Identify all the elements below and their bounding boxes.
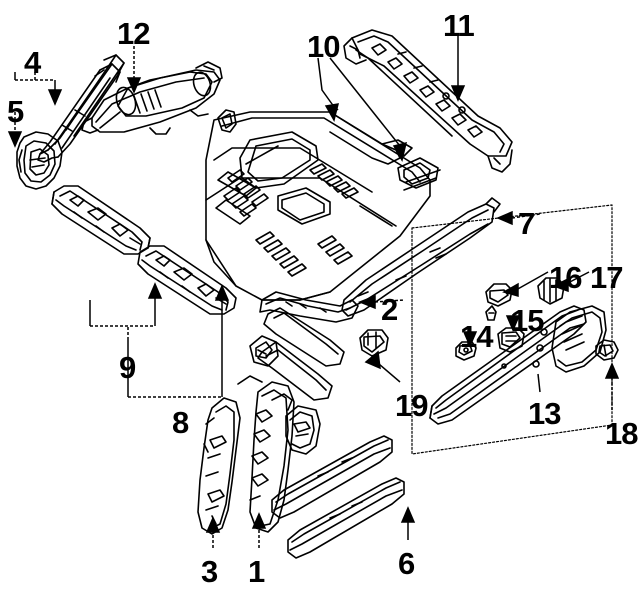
callout-label-15[interactable]: 15 — [511, 303, 544, 338]
leader-11 — [450, 34, 466, 102]
leader-15 — [505, 314, 521, 332]
callout-label-3[interactable]: 3 — [201, 554, 218, 589]
leader-1 — [251, 512, 267, 548]
clip-15 — [497, 327, 525, 353]
callout-label-5[interactable]: 5 — [7, 94, 24, 129]
leader-3 — [205, 516, 221, 548]
callout-label-16[interactable]: 16 — [549, 260, 582, 295]
callout-label-7[interactable]: 7 — [518, 206, 535, 241]
clip-14 — [455, 341, 477, 361]
leader-9 — [89, 282, 163, 340]
part-12-converter-heat-shield — [81, 61, 223, 135]
leader-2 — [357, 294, 405, 310]
leader-8 — [127, 284, 230, 398]
leader-4 — [14, 72, 63, 106]
part-8-floor-side-member — [137, 245, 237, 315]
callout-label-19[interactable]: 19 — [395, 388, 428, 423]
part-1-body-side-outer — [237, 341, 333, 533]
clip-16 — [485, 283, 513, 321]
leader-13 — [537, 373, 541, 393]
leader-7 — [496, 210, 541, 226]
leader-17 — [552, 271, 590, 293]
leader-19 — [364, 350, 401, 383]
callout-label-1[interactable]: 1 — [248, 554, 265, 589]
callout-label-4[interactable]: 4 — [24, 45, 41, 80]
callout-label-14[interactable]: 14 — [460, 319, 493, 354]
clip-17 — [537, 277, 565, 305]
clip-18 — [595, 339, 619, 361]
leader-14 — [462, 330, 478, 348]
clip-19 — [359, 329, 389, 357]
inset-detail-box — [411, 204, 613, 455]
leader-12 — [126, 46, 142, 94]
part-2-rocker-reinforcement — [259, 291, 359, 367]
rocker-rail-upper — [271, 435, 393, 519]
part-7-rocker-inner-reinforcement — [341, 197, 501, 317]
callout-label-13[interactable]: 13 — [528, 396, 561, 431]
callout-label-18[interactable]: 18 — [605, 416, 638, 451]
leader-18 — [604, 362, 620, 410]
leader-6 — [400, 506, 416, 540]
lower-bracket — [285, 405, 321, 455]
part-11-rear-crossmember — [343, 29, 513, 173]
callout-label-6[interactable]: 6 — [398, 546, 415, 581]
callout-label-12[interactable]: 12 — [117, 16, 150, 51]
callout-label-11[interactable]: 11 — [443, 8, 475, 43]
part-13-rocker-molding — [429, 305, 607, 425]
part-6-rocker-outer — [287, 477, 405, 559]
callout-label-10[interactable]: 10 — [307, 29, 340, 64]
callout-label-2[interactable]: 2 — [381, 292, 398, 327]
pillar-stub — [249, 335, 279, 367]
callout-label-9[interactable]: 9 — [119, 350, 136, 385]
callout-label-8[interactable]: 8 — [172, 405, 189, 440]
part-5-hinge-pillar-lower — [16, 131, 63, 190]
leader-16 — [502, 271, 549, 297]
callout-label-17[interactable]: 17 — [590, 260, 623, 295]
leader-5 — [7, 112, 23, 148]
part-4-secondary-rail — [65, 54, 125, 137]
main-floor-pan — [205, 109, 441, 301]
leader-10 — [317, 57, 408, 163]
